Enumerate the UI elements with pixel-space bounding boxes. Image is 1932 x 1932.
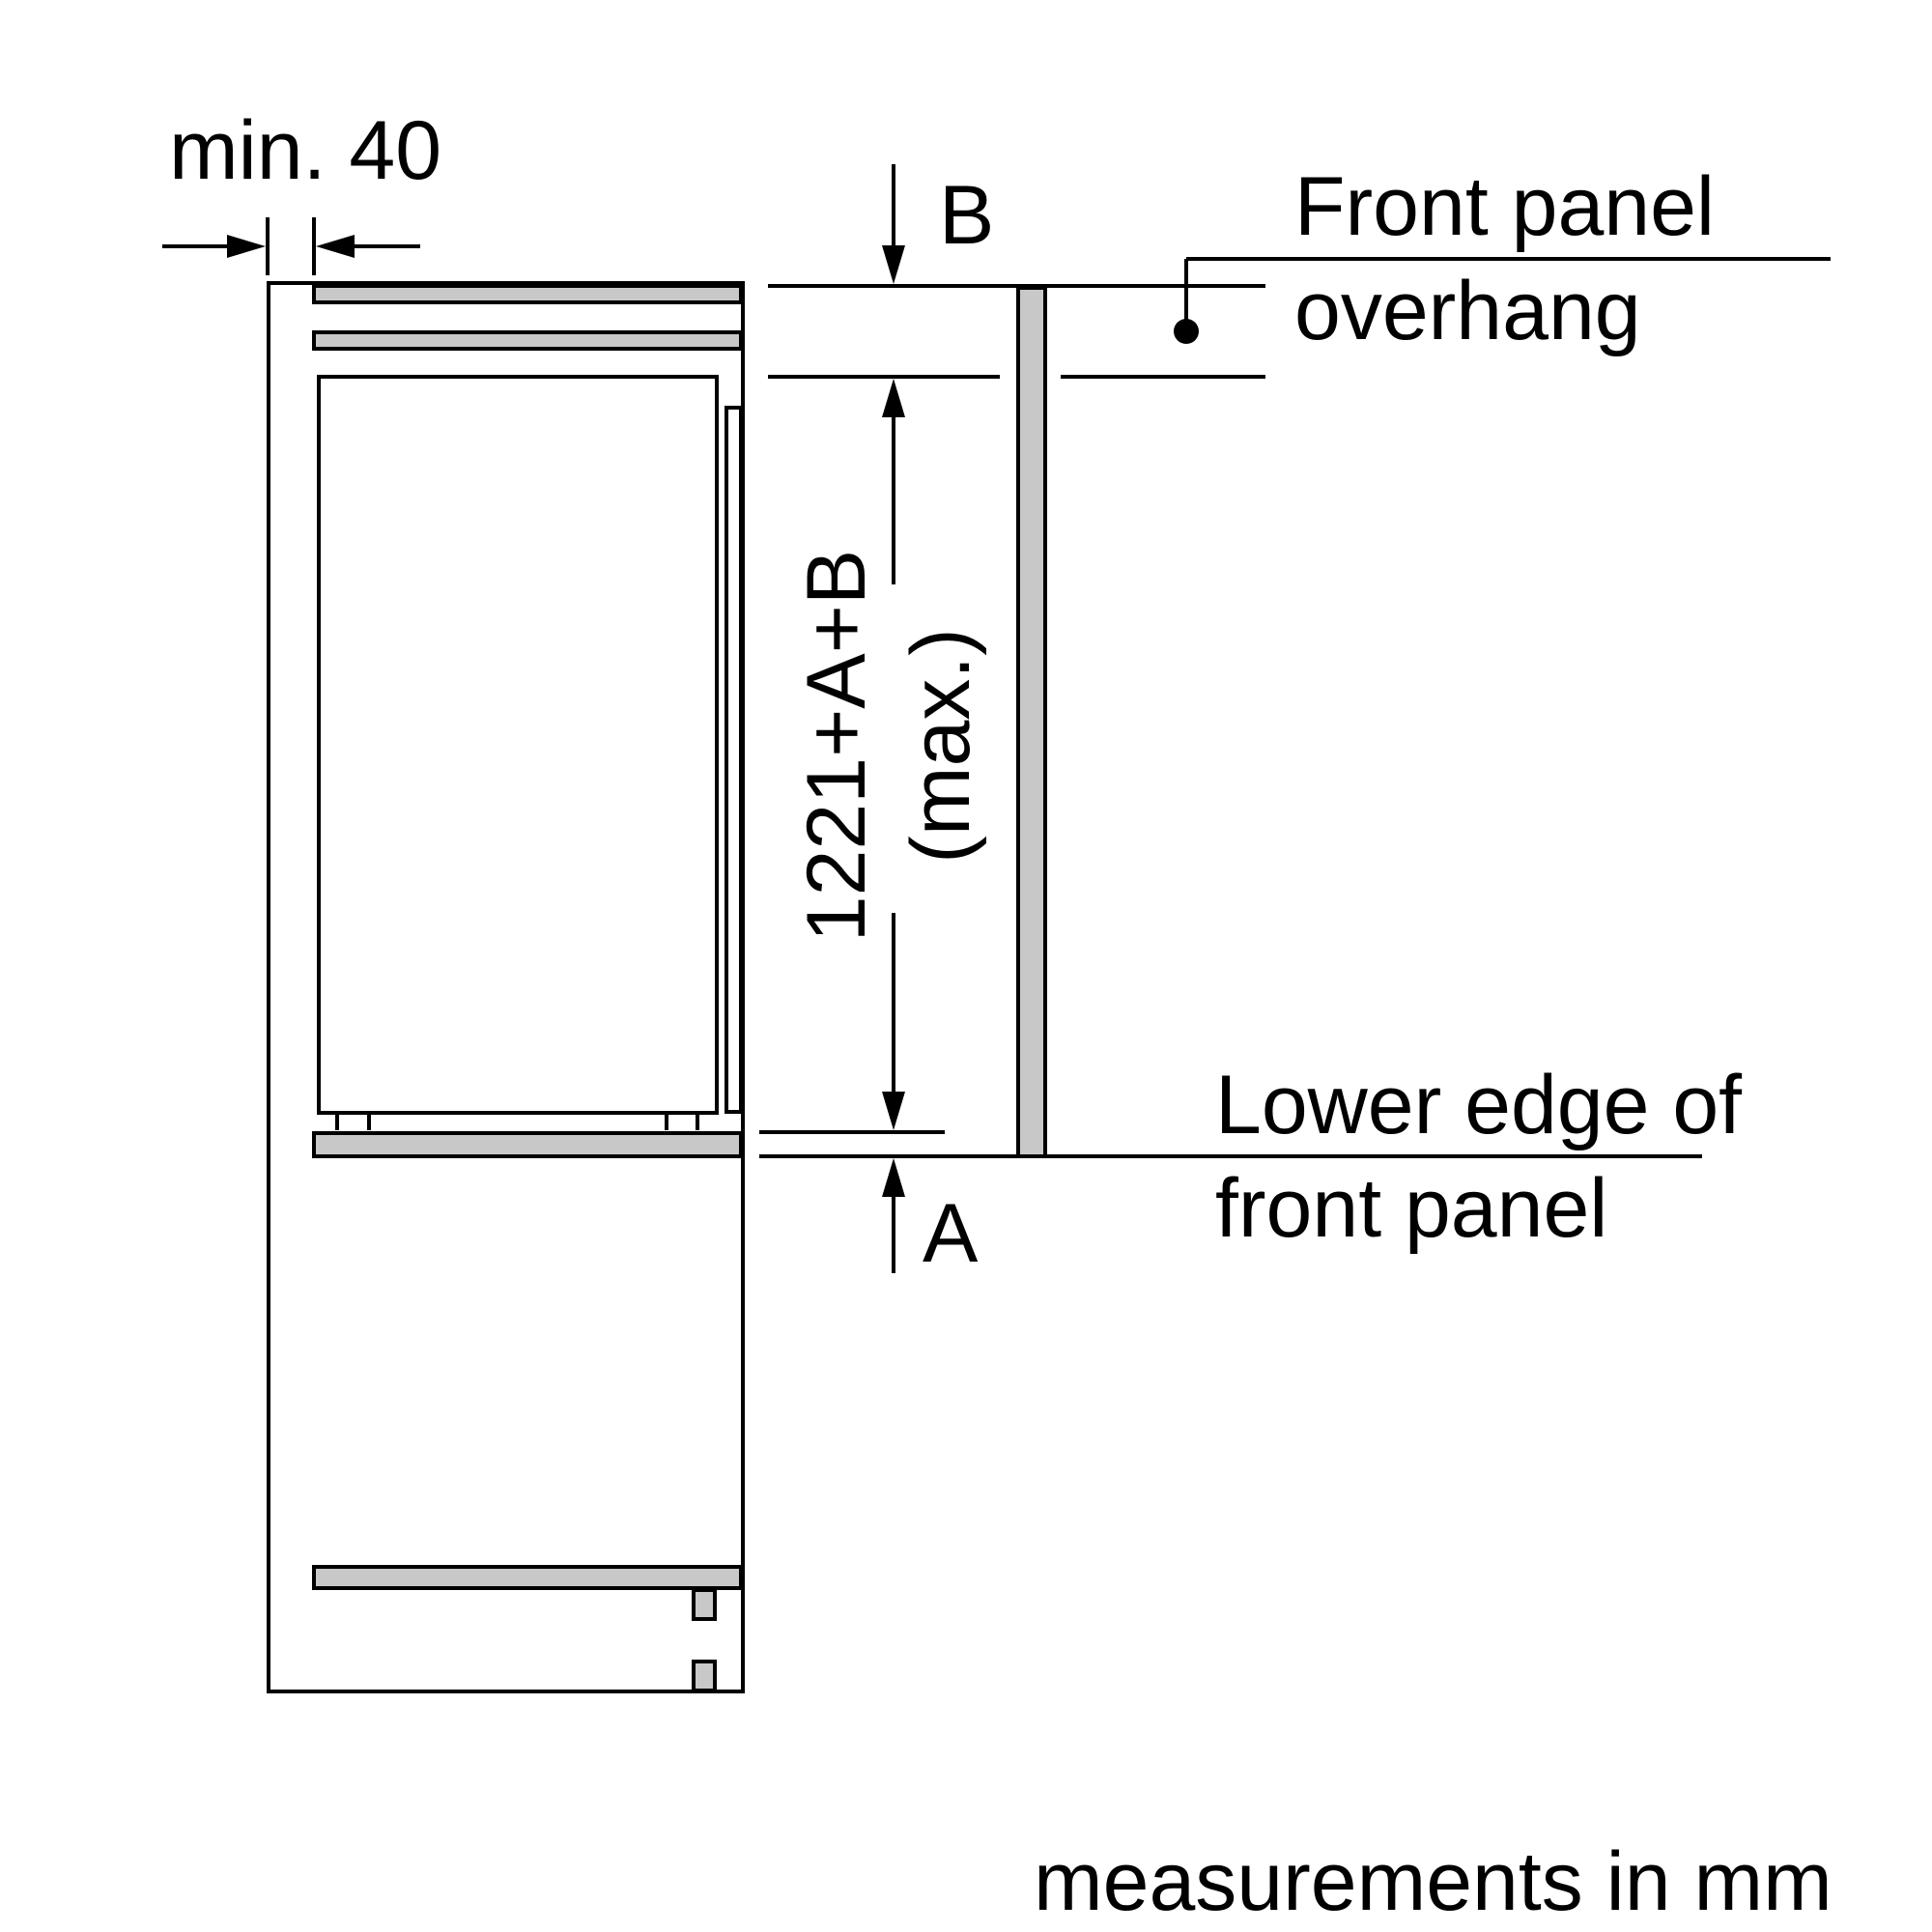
units-note: measurements in mm (1034, 1835, 1833, 1928)
height-arrow-upper-head (882, 379, 905, 417)
top-strip-2 (312, 330, 743, 351)
lower-edge-label-line2: front panel (1215, 1162, 1607, 1255)
dim-a-arrow-head (882, 1158, 905, 1197)
mid-shelf (312, 1131, 743, 1158)
height-qualifier-label: (max.) (895, 628, 987, 864)
dim-a-label: A (923, 1187, 979, 1280)
top-strip-1 (312, 284, 743, 304)
dim-b-label: B (939, 169, 994, 262)
min-gap-arrow-left-head (227, 235, 266, 258)
overhang-label-line1: Front panel (1294, 160, 1715, 253)
hinge-block-lower (692, 1660, 717, 1692)
hinge-block-upper (692, 1588, 717, 1621)
front-panel (1016, 286, 1047, 1158)
appliance-door-edge (724, 406, 743, 1114)
appliance-body (317, 375, 719, 1115)
overhang-label-line2: overhang (1294, 265, 1641, 357)
height-value-label: 1221+A+B (790, 550, 883, 942)
min-gap-label: min. 40 (169, 104, 441, 197)
lower-edge-label-line1: Lower edge of (1215, 1059, 1743, 1151)
overhang-leader-dot (1174, 319, 1199, 344)
height-arrow-lower-head (882, 1092, 905, 1130)
min-gap-arrow-right-head (316, 235, 355, 258)
dim-b-arrow-head (882, 245, 905, 284)
bottom-shelf (312, 1565, 743, 1590)
